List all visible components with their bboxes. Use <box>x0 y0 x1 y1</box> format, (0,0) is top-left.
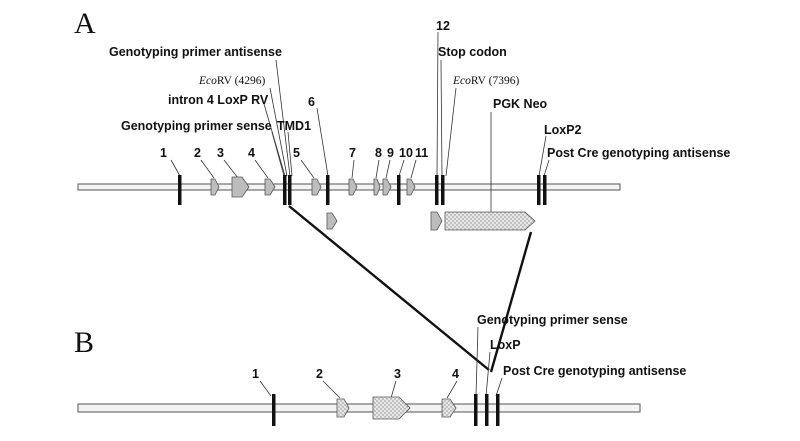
backbone-b <box>77 403 641 413</box>
leader-lines-b <box>259 326 503 399</box>
label-exon-2-a: 2 <box>194 146 201 160</box>
tmd1-arrow <box>326 212 338 230</box>
label-genotyping-primer-sense-a: Genotyping primer sense <box>121 119 272 133</box>
exon-arrows-a <box>210 176 536 231</box>
label-exon-3-b: 3 <box>394 367 401 381</box>
label-pgk-neo: PGK Neo <box>493 97 548 111</box>
exon-11-arrow <box>406 178 416 196</box>
intron4-loxp-bar <box>288 175 292 205</box>
genotyping-primer-sense-bar-b <box>474 394 478 426</box>
exon-2-arrow-b <box>336 398 350 418</box>
label-exon-1-b: 1 <box>252 367 259 381</box>
markers-a <box>178 175 547 205</box>
exon-1-bar <box>178 175 182 205</box>
exon-2-arrow <box>210 178 220 196</box>
exon-7-arrow <box>348 178 358 196</box>
label-exon-12-a: 12 <box>436 19 450 33</box>
label-exon-8-a: 8 <box>375 146 382 160</box>
label-exon-11-a: 11 <box>415 146 428 160</box>
label-exon-5-a: 5 <box>293 146 300 160</box>
label-ecorv-4296: EcoRV (4296) <box>198 75 265 87</box>
leader-lines-a <box>170 31 550 212</box>
label-genotyping-primer-antisense: Genotyping primer antisense <box>109 45 282 59</box>
cre-deletion-connector-right <box>489 231 533 373</box>
label-loxp-b: LoxP <box>490 338 521 352</box>
pgk-neo-cassette <box>444 211 536 231</box>
exon-3-arrow <box>231 176 250 198</box>
label-post-cre-antisense-a: Post Cre genotyping antisense <box>547 146 730 160</box>
cre-deletion-connector-left <box>288 205 490 371</box>
label-exon-7-a: 7 <box>349 146 356 160</box>
exon-4-5-junction-bar <box>283 175 287 205</box>
exon-3-arrow-b <box>372 396 411 420</box>
label-exon-4-a: 4 <box>248 146 255 160</box>
loxp2-bar-2 <box>543 175 547 205</box>
neo-promoter-arrow <box>430 211 443 231</box>
loxp-bar-b <box>485 394 489 426</box>
exon-5-arrow <box>311 178 322 196</box>
exon-arrows-b <box>336 396 457 420</box>
label-loxp2: LoxP2 <box>544 123 582 137</box>
label-ecorv-7396: EcoRV (7396) <box>452 75 519 87</box>
exon-4-arrow-b <box>441 398 457 418</box>
label-exon-4-b: 4 <box>452 367 459 381</box>
exon-9-arrow <box>382 178 392 196</box>
label-intron4-loxp-rv: intron 4 LoxP RV <box>168 93 269 107</box>
label-genotyping-primer-sense-b: Genotyping primer sense <box>477 313 628 327</box>
label-exon-2-b: 2 <box>316 367 323 381</box>
loxp2-bar-1 <box>537 175 541 205</box>
exon-1-bar-b <box>272 394 276 426</box>
stop-codon-bar <box>441 175 445 205</box>
label-exon-6-a: 6 <box>308 95 315 109</box>
label-exon-1-a: 1 <box>160 146 167 160</box>
label-exon-9-a: 9 <box>387 146 394 160</box>
label-post-cre-antisense-b: Post Cre genotyping antisense <box>503 364 686 378</box>
label-tmd1: TMD1 <box>277 119 311 133</box>
label-exon-3-a: 3 <box>217 146 224 160</box>
exon-8-arrow <box>373 178 381 196</box>
markers-b <box>272 394 500 426</box>
exon-6-bar <box>326 175 330 205</box>
exon-12-bar <box>435 175 439 205</box>
post-cre-bar-b <box>496 394 500 426</box>
exon-4-arrow <box>264 178 276 196</box>
label-stop-codon: Stop codon <box>438 45 507 59</box>
label-exon-10-a: 10 <box>399 146 413 160</box>
panel-label-b: B <box>74 326 94 359</box>
exon-10-bar <box>397 175 401 205</box>
panel-label-a: A <box>74 7 96 40</box>
